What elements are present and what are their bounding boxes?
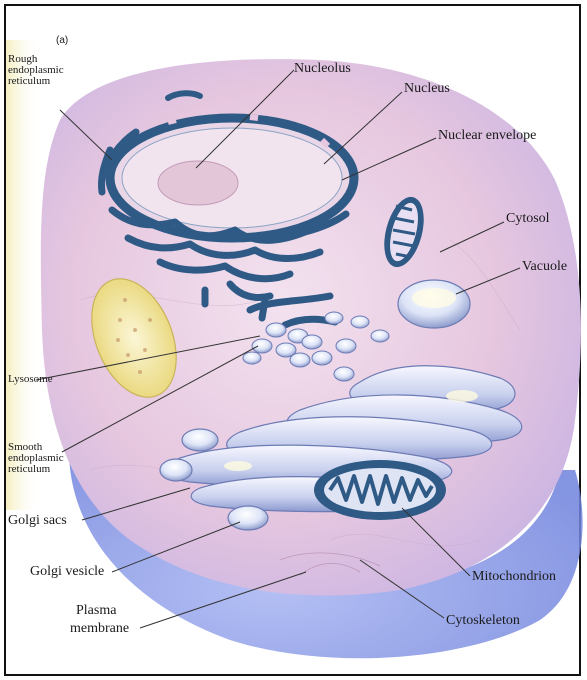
cytosol-label: Cytosol <box>506 212 550 226</box>
nuclear-envelope-label: Nuclear envelope <box>438 129 536 143</box>
plasma-membrane-label-line1: Plasma <box>76 604 116 618</box>
panel-label: (a) <box>56 36 68 46</box>
nucleus-label: Nucleus <box>404 82 450 96</box>
cytoskeleton-label: Cytoskeleton <box>446 614 520 628</box>
rough-er-label: Rough endoplasmic reticulum <box>8 54 64 87</box>
vacuole-label: Vacuole <box>522 260 567 274</box>
vacuole <box>398 280 470 328</box>
lysosome-label: Lysosome <box>8 374 53 385</box>
golgi-vesicle-label: Golgi vesicle <box>30 565 104 579</box>
nucleolus-label: Nucleolus <box>294 62 351 76</box>
plasma-membrane-label-line2: membrane <box>70 622 129 636</box>
nucleolus <box>158 161 238 205</box>
golgi-sacs-label: Golgi sacs <box>8 514 67 528</box>
mitochondrion <box>314 460 446 520</box>
edge-wash <box>6 40 40 510</box>
mitochondrion-label: Mitochondrion <box>472 570 556 584</box>
smooth-er-label: Smooth endoplasmic reticulum <box>8 442 64 475</box>
